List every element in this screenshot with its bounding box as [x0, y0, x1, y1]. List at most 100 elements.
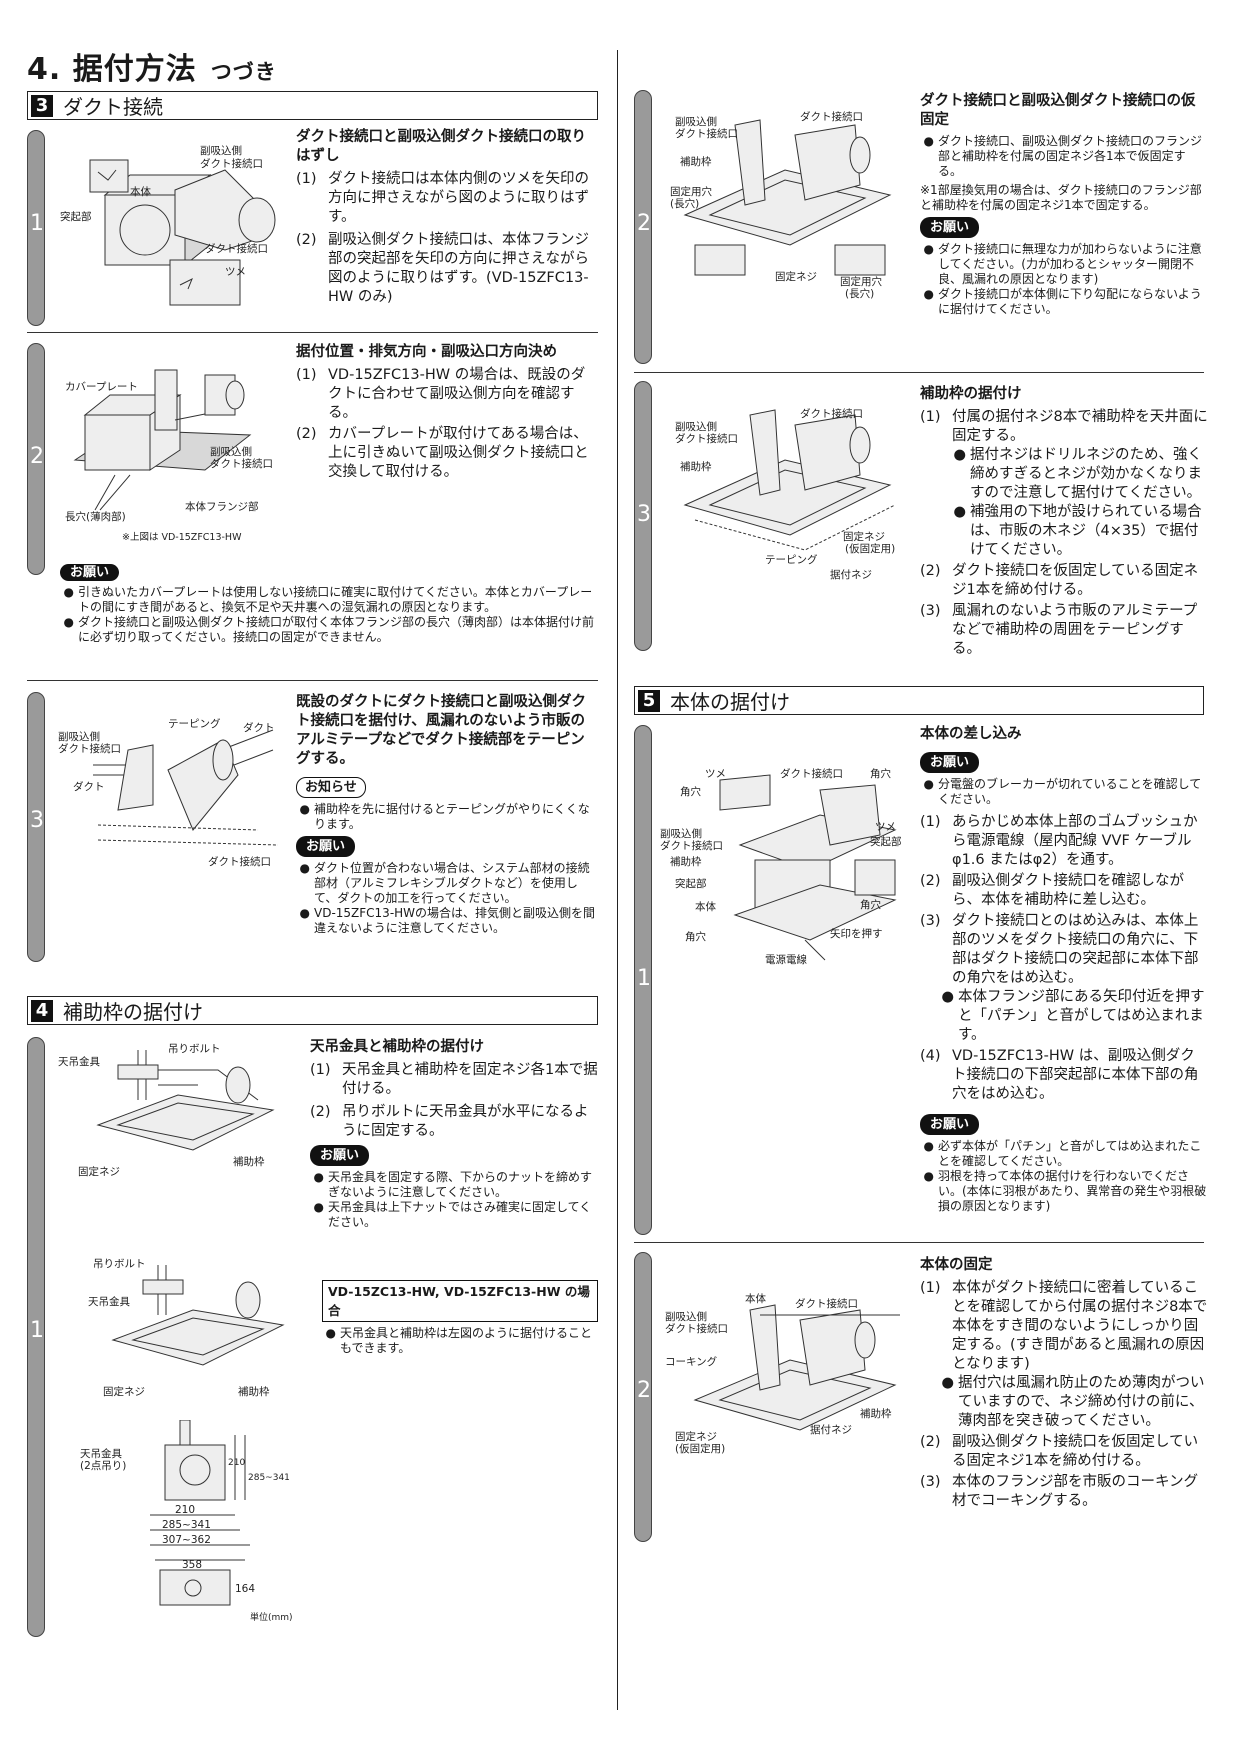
list-item: (1)ダクト接続口は本体内側のツメを矢印の方向に押さえながら図のように取りはずす… — [296, 171, 589, 225]
divider — [27, 680, 598, 681]
svg-text:固定ネジ: 固定ネジ — [843, 530, 885, 543]
list-item: ●本体フランジ部にある矢印付近を押すと「パチン」と音がしてはめ込まれます。 — [941, 989, 1205, 1043]
svg-text:ダクト接続口: ダクト接続口 — [205, 242, 268, 255]
divider — [634, 372, 1204, 373]
svg-text:ツメ: ツメ — [875, 821, 896, 833]
s4-step1-text: 天吊金具と補助枠の据付け (1)天吊金具と補助枠を固定ネジ各1本で据付ける。 (… — [310, 1039, 598, 1229]
list-item: ●ダクト接続口、副吸込側ダクト接続口のフランジ部と補助枠を付属の固定ネジ各1本で… — [923, 134, 1203, 178]
svg-text:天吊金具: 天吊金具 — [88, 1295, 130, 1308]
list-item: ●分電盤のブレーカーが切れていることを確認してください。 — [923, 777, 1202, 806]
caution-badge: お願い — [920, 752, 980, 773]
step-sidebar: 2 — [634, 90, 652, 364]
svg-text:210: 210 — [175, 1504, 195, 1516]
duct-temp-fix-figure: 副吸込側 ダクト接続口 ダクト接続口 補助枠 固定用穴 (長穴) 固定ネジ 固定… — [670, 110, 892, 300]
svg-text:副吸込側: 副吸込側 — [660, 827, 702, 840]
svg-text:210: 210 — [228, 1458, 245, 1468]
svg-text:本体: 本体 — [695, 900, 716, 913]
s4-step1-box: VD-15ZC13-HW, VD-15ZFC13-HW の場合 ●天吊金具と補助… — [322, 1276, 598, 1356]
svg-text:ダクト接続口: ダクト接続口 — [800, 110, 863, 123]
step-sidebar: 1 — [27, 130, 45, 326]
section-title: ダクト接続 — [63, 95, 163, 119]
svg-text:307~362: 307~362 — [162, 1534, 211, 1546]
svg-text:角穴: 角穴 — [685, 930, 706, 943]
list-item: ●引きぬいたカバープレートは使用しない接続口に確実に取付けてください。本体とカバ… — [63, 585, 593, 614]
svg-text:ダクト接続口: ダクト接続口 — [780, 767, 843, 780]
step-sidebar: 3 — [634, 381, 652, 651]
svg-text:ダクト接続口: ダクト接続口 — [665, 1322, 728, 1335]
svg-text:角穴: 角穴 — [680, 785, 701, 798]
section-title: 補助枠の据付け — [63, 1000, 203, 1024]
svg-text:副吸込側: 副吸込側 — [210, 445, 252, 458]
page-title: 4. 据付方法つづき — [27, 52, 277, 87]
r3-text: 補助枠の据付け (1)付属の据付ネジ8本で補助枠を天井面に固定する。 ●据付ネジ… — [920, 386, 1208, 657]
svg-text:長穴(薄肉部): 長穴(薄肉部) — [65, 510, 126, 523]
svg-text:358: 358 — [182, 1559, 202, 1571]
svg-text:285~341: 285~341 — [248, 1473, 290, 1483]
dimension-figure: 天吊金具 (2点吊り) 210 285~341 307~362 358 164 … — [80, 1420, 293, 1623]
list-item: (1)あらかじめ本体上部のゴムブッシュから電源電線（屋内配線 VVF ケーブル … — [920, 814, 1198, 868]
list-item: (2)副吸込側ダクト接続口を仮固定している固定ネジ1本を締め付ける。 — [920, 1434, 1199, 1469]
section-number: 5 — [638, 689, 660, 712]
list-item: (2)ダクト接続口を仮固定している固定ネジ1本を締め付ける。 — [920, 563, 1199, 598]
svg-text:ダクト接続口: ダクト接続口 — [200, 157, 263, 170]
s5-step1-text: 本体の差し込み お願い ●分電盤のブレーカーが切れていることを確認してください。… — [920, 726, 1207, 1213]
info-badge: お知らせ — [296, 777, 366, 798]
svg-text:補助枠: 補助枠 — [238, 1385, 270, 1398]
list-item: ●羽根を持って本体の据付けを行わないでください。(本体に羽根があたり、異常音の発… — [923, 1169, 1207, 1213]
svg-text:(長穴): (長穴) — [670, 197, 699, 210]
svg-text:天吊金具: 天吊金具 — [80, 1447, 122, 1460]
s3-step2-text: 据付位置・排気方向・副吸込口方向決め (1)VD-15ZFC13-HW の場合は… — [296, 343, 598, 482]
svg-text:副吸込側: 副吸込側 — [665, 1310, 707, 1323]
svg-text:副吸込側: 副吸込側 — [58, 730, 100, 743]
svg-text:本体: 本体 — [130, 185, 151, 198]
list-item: ●補強用の下地が設けられている場合は、市販の木ネジ（4×35）で据付けてください… — [953, 504, 1202, 558]
list-item: (1)本体がダクト接続口に密着していることを確認してから付属の据付ネジ8本で本体… — [920, 1280, 1208, 1372]
svg-text:ダクト: ダクト — [73, 780, 105, 793]
step-sidebar: 1 — [27, 1037, 45, 1637]
section-3-header: 3 ダクト接続 — [27, 91, 598, 120]
list-item: (1)天吊金具と補助枠を固定ネジ各1本で据付ける。 — [310, 1062, 598, 1097]
svg-text:ダクト接続口: ダクト接続口 — [210, 457, 273, 470]
caution-badge: お願い — [920, 1114, 980, 1135]
svg-text:164: 164 — [235, 1583, 255, 1595]
svg-text:突起部: 突起部 — [60, 210, 92, 223]
list-item: (3)風漏れのないよう市販のアルミテープなどで補助枠の周囲をテーピングする。 — [920, 603, 1198, 657]
svg-text:ダクト接続口: ダクト接続口 — [800, 407, 863, 420]
svg-text:ダクト接続口: ダクト接続口 — [675, 127, 738, 140]
svg-text:(仮固定用): (仮固定用) — [845, 542, 895, 555]
svg-text:テーピング: テーピング — [765, 553, 818, 566]
list-item: (3)ダクト接続口とのはめ込みは、本体上部のツメをダクト接続口の角穴に、下部はダ… — [920, 913, 1199, 986]
section-5-header: 5 本体の据付け — [634, 686, 1204, 715]
svg-text:ダクト接続口: ダクト接続口 — [660, 839, 723, 852]
svg-text:※上図は VD-15ZFC13-HW: ※上図は VD-15ZFC13-HW — [122, 532, 242, 543]
svg-text:コーキング: コーキング — [665, 1355, 718, 1368]
divider — [27, 332, 598, 333]
svg-text:ツメ: ツメ — [225, 266, 246, 278]
svg-text:突起部: 突起部 — [870, 835, 902, 848]
list-item: ●VD-15ZFC13-HWの場合は、排気側と副吸込側を間違えないように注意して… — [299, 906, 596, 935]
model-label: VD-15ZC13-HW, VD-15ZFC13-HW の場合 — [322, 1280, 598, 1322]
svg-text:ダクト: ダクト — [243, 721, 275, 734]
svg-text:(仮固定用): (仮固定用) — [675, 1442, 725, 1455]
list-item: ●ダクト接続口と副吸込側ダクト接続口が取付く本体フランジ部の長穴（薄肉部）は本体… — [63, 615, 595, 644]
svg-text:カバープレート: カバープレート — [65, 381, 138, 393]
svg-text:補助枠: 補助枠 — [680, 460, 712, 473]
ceiling-bracket-figure: 吊りボルト 天吊金具 補助枠 固定ネジ — [58, 1043, 275, 1178]
duct-removal-figure: 副吸込側 ダクト接続口 本体 突起部 ダクト接続口 ツメ — [60, 144, 276, 306]
svg-text:突起部: 突起部 — [675, 877, 707, 890]
list-item: (1)VD-15ZFC13-HW の場合は、既設のダクトに合わせて副吸込側方向を… — [296, 367, 586, 421]
ceiling-bracket-alt-figure: 吊りボルト 天吊金具 固定ネジ 補助枠 — [88, 1258, 285, 1398]
svg-text:固定用穴: 固定用穴 — [670, 185, 712, 198]
svg-text:角穴: 角穴 — [860, 898, 881, 911]
step-sidebar: 3 — [27, 692, 45, 962]
svg-text:補助枠: 補助枠 — [670, 855, 702, 868]
svg-text:ツメ: ツメ — [705, 768, 726, 780]
list-item: ●ダクト接続口に無理な力が加わらないように注意してください。(力が加わるとシャッ… — [923, 242, 1202, 286]
svg-text:(長穴): (長穴) — [845, 287, 874, 300]
svg-text:副吸込側: 副吸込側 — [675, 420, 717, 433]
svg-text:据付ネジ: 据付ネジ — [810, 1423, 852, 1436]
caution-badge: お願い — [296, 836, 356, 857]
step-sidebar: 1 — [634, 725, 652, 1235]
svg-text:固定ネジ: 固定ネジ — [103, 1385, 145, 1398]
svg-text:角穴: 角穴 — [870, 767, 891, 780]
